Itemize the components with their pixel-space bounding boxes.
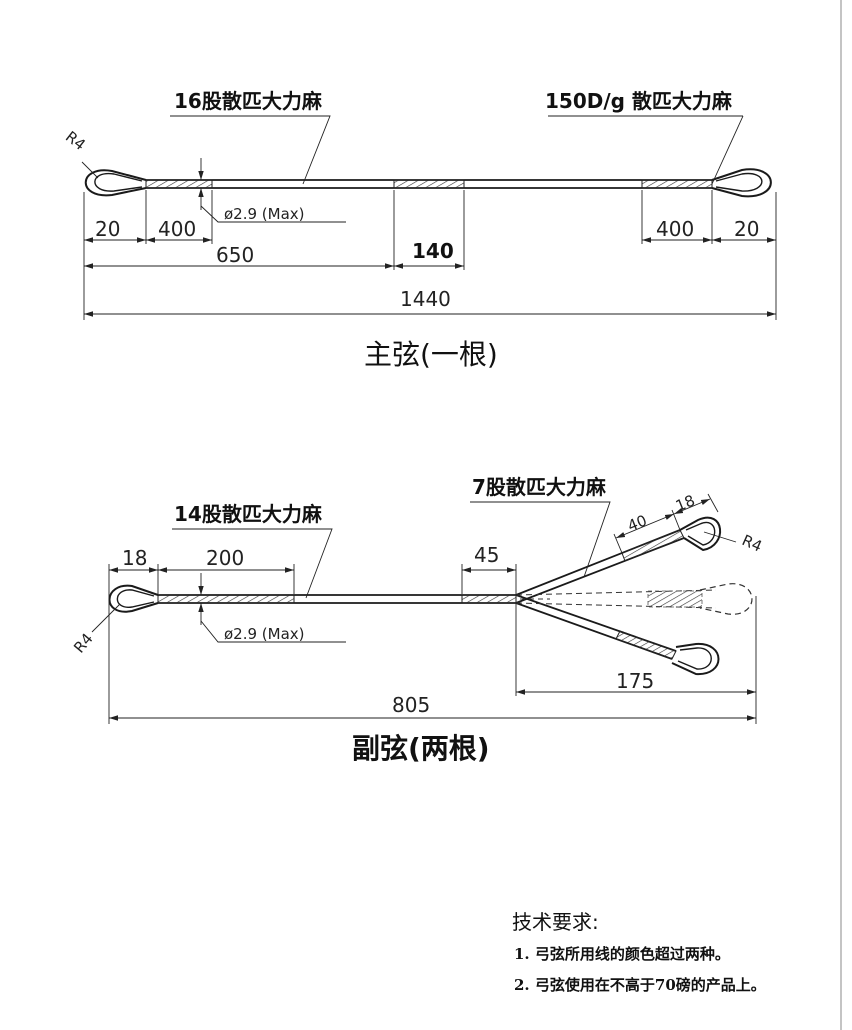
sub-label-branch: 7股散匹大力麻: [472, 475, 607, 499]
sub-string: 14股散匹大力麻 7股散匹大力麻 R4 R4 ø2.9 (Max) 18 200…: [70, 475, 765, 765]
main-string-title: 主弦(一根): [364, 338, 498, 371]
main-serving-left: [145, 179, 213, 189]
sub-left-loop: [108, 584, 159, 613]
main-dim-loop-right: 20: [734, 217, 759, 241]
main-dim-serving-left: 400: [158, 217, 196, 241]
main-dim-total: 1440: [400, 287, 451, 311]
sub-string-title: 副弦(两根): [352, 732, 490, 765]
sub-serving-left: [157, 594, 295, 604]
main-dim-to-center: 650: [216, 243, 254, 267]
sub-dim-junction: 45: [474, 543, 499, 567]
main-string: 16股散匹大力麻 150D/g 散匹大力麻 R4 ø2.9 (Max) 20 4…: [62, 89, 777, 371]
sub-label-left-leader: [172, 528, 333, 599]
main-dim-center-serving: 140: [412, 239, 454, 263]
technical-requirements: 技术要求: 1. 弓弦所用线的颜色超过两种。 2. 弓弦使用在不高于70磅的产品…: [512, 906, 766, 1005]
main-serving-right: [641, 179, 713, 189]
sub-dim-branch-length: 175: [616, 669, 654, 693]
sub-radius-right: R4: [739, 531, 765, 556]
notes-item-1: 1. 弓弦所用线的颜色超过两种。: [514, 945, 730, 963]
main-label-right-leader: [711, 115, 744, 185]
main-diameter-label: ø2.9 (Max): [224, 205, 305, 223]
sub-label-left: 14股散匹大力麻: [174, 502, 323, 526]
notes-item-2: 2. 弓弦使用在不高于70磅的产品上。: [514, 976, 766, 994]
main-label-left: 16股散匹大力麻: [174, 89, 323, 113]
notes-title: 技术要求:: [512, 910, 599, 934]
main-serving-center: [393, 179, 465, 189]
main-label-left-leader: [170, 115, 331, 185]
sub-dim-serving: 200: [206, 546, 244, 570]
sub-upper-loop: [679, 516, 721, 552]
sub-serving-junction: [461, 594, 517, 604]
main-dim-loop-left: 20: [95, 217, 120, 241]
sub-lower-loop: [671, 642, 720, 676]
main-left-loop: [84, 169, 147, 197]
main-radius-label: R4: [62, 128, 89, 154]
sub-diameter-label: ø2.9 (Max): [224, 625, 305, 643]
sub-folded-loop: [699, 583, 753, 615]
sub-label-branch-leader: [470, 501, 611, 578]
sub-radius-left: R4: [70, 630, 97, 657]
main-right-loop: [711, 168, 772, 198]
sub-dim-loop: 18: [122, 546, 147, 570]
main-dim-serving-right: 400: [656, 217, 694, 241]
sub-dim-branch-loop: 18: [673, 491, 697, 515]
sub-dim-branch-serving: 40: [625, 511, 649, 535]
main-label-right: 150D/g 散匹大力麻: [545, 89, 733, 113]
sub-dim-total: 805: [392, 693, 430, 717]
